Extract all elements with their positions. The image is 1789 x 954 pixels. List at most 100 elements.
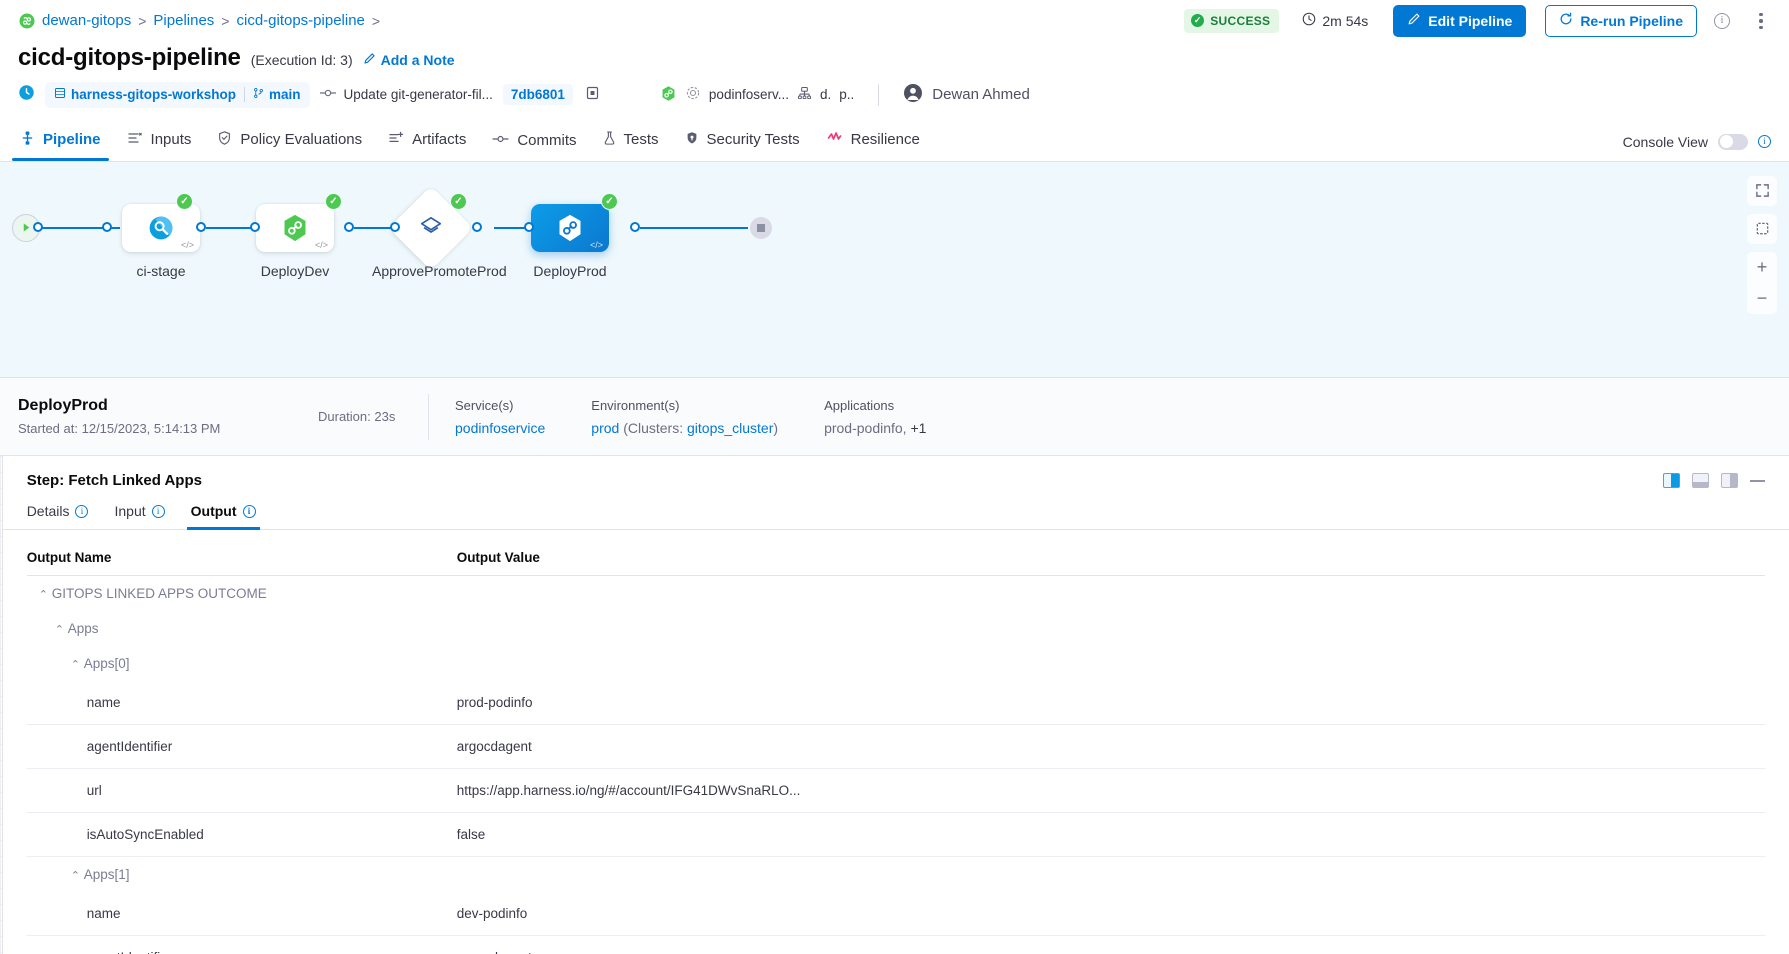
step-graph[interactable]: + − </> ✓ Service [0,456,3,954]
service-gear-icon [685,85,701,104]
edit-pipeline-label: Edit Pipeline [1428,12,1513,29]
stage-status-icon-deployprod: ✓ [601,192,618,210]
shield-check-icon [217,130,232,150]
tab-artifacts[interactable]: Artifacts [386,130,468,161]
tab-resilience[interactable]: Resilience [824,130,922,161]
info-icon[interactable]: i [242,504,256,518]
pipeline-stage-graph[interactable]: + − </> ✓ ci-stage [0,161,1789,379]
stage-node-approvepromoteprod[interactable] [388,185,474,271]
output-value-cell: argocdagent [456,724,1765,770]
security-shield-icon [685,130,699,150]
tab-pipeline[interactable]: Pipeline [12,130,109,161]
clock-icon [1302,12,1316,29]
tab-security-tests[interactable]: Security Tests [683,130,802,161]
tab-policy-evaluations[interactable]: Policy Evaluations [215,130,364,161]
tab-commits[interactable]: Commits [490,132,578,161]
breadcrumb-item-0[interactable]: dewan-gitops [42,12,132,30]
rerun-pipeline-button[interactable]: Re-run Pipeline [1545,4,1697,37]
execution-id: (Execution Id: 3) [250,51,353,68]
breadcrumb-item-2[interactable]: cicd-gitops-pipeline [236,12,365,30]
minimize-icon[interactable] [1750,479,1765,482]
output-name-cell: url [26,768,457,814]
output-name-cell: ⌃Apps[1] [27,857,457,893]
chevron-up-icon[interactable]: ⌃ [70,870,80,883]
breadcrumb-separator: > [221,12,230,29]
cluster-link[interactable]: gitops_cluster [687,419,774,436]
output-value-cell [457,576,1765,611]
tab-tests[interactable]: Tests [601,130,661,161]
tab-label: Input [114,503,146,520]
tab-label: Security Tests [706,131,800,149]
repo-link[interactable]: harness-gitops-workshop [54,87,236,102]
graph-start-node [12,213,40,242]
port [344,221,354,232]
applications-more[interactable]: +1 [910,419,927,436]
panel-bottom-icon[interactable] [1692,473,1709,489]
service-chips: podinfoserv... d. p.. [660,85,854,105]
output-table: ⌃GITOPS LINKED APPS OUTCOME⌃Apps⌃Apps[0]… [26,576,1765,954]
stage-label-approvepromoteprod: ApprovePromoteProd [372,262,507,279]
tab-output[interactable]: Output i [186,503,260,531]
tab-label: Resilience [850,131,920,149]
kebab-menu-icon[interactable] [1751,9,1771,33]
output-name-text: name [86,695,121,711]
console-view-toggle[interactable] [1718,133,1748,150]
output-value-cell[interactable]: https://app.harness.io/ng/#/account/IFG4… [456,768,1765,814]
copy-icon[interactable] [583,86,600,103]
panel-left-icon[interactable] [1721,473,1738,489]
zoom-controls: + − [1747,251,1777,314]
output-table-body: ⌃GITOPS LINKED APPS OUTCOME⌃Apps⌃Apps[0]… [26,576,1765,954]
repo-name: harness-gitops-workshop [71,87,237,103]
tab-input[interactable]: Input i [114,503,165,529]
output-group-row[interactable]: ⌃GITOPS LINKED APPS OUTCOME [27,576,1765,611]
branch-name: main [269,87,301,103]
output-table-wrap[interactable]: Output Name Output Value ⌃GITOPS LINKED … [3,530,1789,954]
output-name-cell: ⌃Apps[0] [27,646,457,681]
info-icon[interactable]: i [75,504,89,518]
tab-label: Tests [623,131,659,149]
rerun-pipeline-label: Re-run Pipeline [1580,12,1683,29]
edit-pipeline-button[interactable]: Edit Pipeline [1393,4,1527,37]
service-name: podinfoserv... [708,87,789,103]
commit-icon [319,86,336,103]
chevron-up-icon[interactable]: ⌃ [38,589,48,602]
page-title: cicd-gitops-pipeline [18,43,241,71]
divider [878,83,880,106]
info-icon[interactable]: i [151,504,165,518]
stage-node-deploydev[interactable]: </> [256,203,334,252]
port [102,221,112,232]
fit-to-screen-icon[interactable] [1747,213,1777,244]
info-icon[interactable]: i [1714,12,1730,29]
tab-label: Policy Evaluations [240,131,363,149]
panel-right-icon[interactable] [1663,473,1680,489]
stage-node-ci-stage[interactable]: </> [122,203,200,252]
services-value[interactable]: podinfoservice [455,419,546,436]
output-group-row[interactable]: ⌃Apps[0] [27,646,1765,681]
breadcrumb-separator: > [138,12,147,29]
chevron-up-icon[interactable]: ⌃ [70,659,80,672]
zoom-in-icon[interactable]: + [1756,256,1768,277]
output-group-row[interactable]: ⌃Apps [27,611,1765,646]
zoom-out-icon[interactable]: − [1756,287,1768,308]
environment-link[interactable]: prod [591,419,620,436]
pipeline-icon [20,130,35,150]
column-output-name: Output Name [26,550,112,566]
console-view-label: Console View [1622,133,1708,150]
fullscreen-icon[interactable] [1747,175,1777,206]
commit-sha[interactable]: 7db6801 [502,84,573,106]
breadcrumb-item-1[interactable]: Pipelines [153,12,215,30]
tab-inputs[interactable]: Inputs [125,130,194,161]
step-detail-panel: Step: Fetch Linked Apps Details i Input … [2,456,1789,954]
branch-link[interactable]: main [253,87,301,102]
chevron-up-icon[interactable]: ⌃ [54,624,64,637]
tab-details[interactable]: Details i [27,503,89,529]
output-group-row[interactable]: ⌃Apps[1] [27,857,1765,893]
stage-node-deployprod[interactable]: </> [531,203,609,252]
stage-duration: Duration: 23s [318,409,428,424]
code-tag-icon: </> [180,239,194,250]
info-icon[interactable]: i [1758,135,1771,149]
stage-name: DeployProd [18,397,108,415]
add-note-button[interactable]: Add a Note [363,52,455,68]
